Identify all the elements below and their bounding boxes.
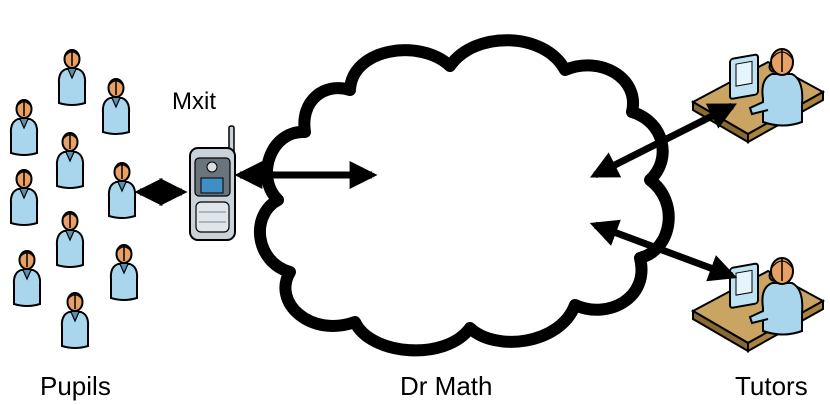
person-icon bbox=[12, 250, 42, 307]
tutor-at-desk-icon bbox=[692, 48, 824, 143]
arrow-cloud-tutor-top bbox=[589, 102, 738, 179]
person-icon bbox=[9, 99, 39, 156]
pupils-group bbox=[9, 49, 139, 349]
cloud-icon bbox=[253, 34, 675, 357]
arrow-cloud-tutor-bottom bbox=[589, 219, 738, 282]
person-icon bbox=[101, 78, 131, 135]
phone-icon bbox=[189, 125, 236, 241]
person-icon bbox=[55, 132, 85, 189]
dr-math-label: Dr Math bbox=[400, 371, 493, 401]
person-icon bbox=[55, 211, 85, 268]
mxit-label: Mxit bbox=[172, 88, 216, 115]
person-icon bbox=[107, 162, 137, 219]
person-icon bbox=[60, 292, 90, 349]
tutors-label: Tutors bbox=[735, 371, 808, 401]
person-icon bbox=[109, 244, 139, 301]
pupils-label: Pupils bbox=[40, 371, 111, 401]
person-icon bbox=[9, 169, 39, 226]
person-icon bbox=[57, 49, 87, 106]
